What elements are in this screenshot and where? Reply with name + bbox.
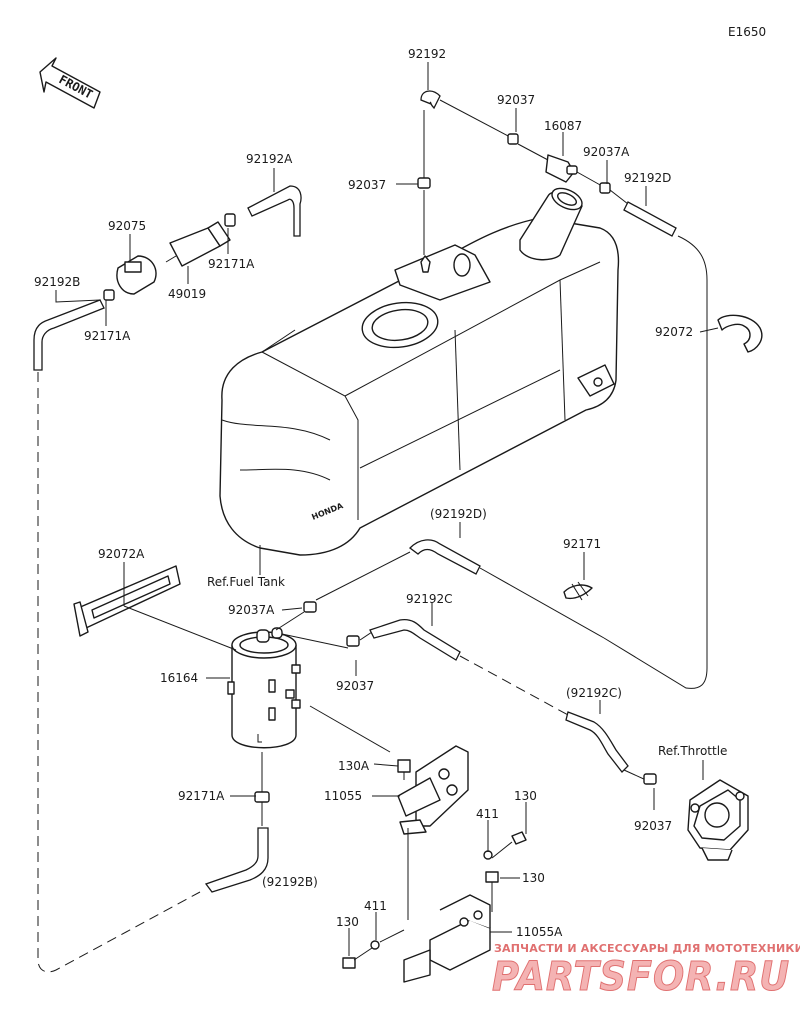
callout-92171A-canister: 92171A (178, 789, 225, 803)
hose-92192B (33, 299, 201, 973)
washer-411-lower (370, 940, 380, 950)
callout-92037-throttle: 92037 (634, 819, 672, 833)
washer-411-upper (483, 850, 493, 860)
callout-92037-left: 92037 (348, 178, 386, 192)
hose-92192A (247, 185, 302, 237)
clamp-92171A-upper (224, 213, 236, 227)
ref-throttle: Ref.Throttle (658, 744, 727, 758)
callout-92037-top: 92037 (497, 93, 535, 107)
hose-92192 (420, 90, 513, 255)
clamp-92037-throttle (643, 773, 657, 785)
callout-92192B-paren: (92192B) (262, 875, 318, 889)
callout-11055A: 11055A (516, 925, 563, 939)
bolt-130-lower (342, 957, 356, 969)
bracket-11055A (403, 894, 491, 983)
callout-92192B: 92192B (34, 275, 80, 289)
hose-92192D (479, 201, 708, 689)
ref-fuel-tank: Ref.Fuel Tank (207, 575, 285, 589)
holder-92075 (116, 255, 157, 295)
callout-92192D-top: 92192D (624, 171, 671, 185)
watermark-tagline: ЗАПЧАСТИ И АКСЕССУАРЫ ДЛЯ МОТОТЕХНИКИ (494, 942, 800, 955)
callout-130-upper: 130 (514, 789, 537, 803)
callout-92037A-top: 92037A (583, 145, 630, 159)
throttle-body (687, 779, 749, 861)
clamp-92037-mid (346, 635, 360, 647)
fuel-tank: HONDA (219, 187, 620, 556)
callout-92192A: 92192A (246, 152, 293, 166)
clamp-92037-left (417, 177, 431, 189)
clamp-92037A-mid (303, 601, 317, 613)
hose-92192D-mid (409, 539, 481, 575)
callout-92075: 92075 (108, 219, 146, 233)
callout-16164: 16164 (160, 671, 198, 685)
fitting-16087 (545, 154, 578, 183)
clip-92072 (717, 314, 763, 353)
callout-92037A-mid: 92037A (228, 603, 275, 617)
callout-92192C: 92192C (406, 592, 453, 606)
callout-92192D-paren: (92192D) (430, 507, 487, 521)
callout-16087: 16087 (544, 119, 582, 133)
band-92072A (73, 565, 181, 637)
clamp-92171A-canister (254, 791, 270, 803)
leader-lines (55, 62, 719, 956)
clamp-92037A-top (599, 182, 611, 194)
clamp-92171 (563, 581, 593, 601)
callout-92192C-paren: (92192C) (566, 686, 622, 700)
hose-92192B-lower (204, 827, 269, 893)
hose-92192C-lower (565, 711, 629, 773)
clamp-92037-top (507, 133, 519, 145)
front-arrow-icon: FRONT (39, 57, 101, 109)
diagram-code: E1650 (728, 25, 766, 39)
canister-16164 (227, 627, 301, 749)
bolt-130-right (485, 871, 499, 912)
hose-92192C (369, 618, 461, 661)
callout-11055: 11055 (324, 789, 362, 803)
callout-92037-mid: 92037 (336, 679, 374, 693)
callout-130-lower: 130 (336, 915, 359, 929)
callout-130A: 130A (338, 759, 370, 773)
callout-92072A: 92072A (98, 547, 145, 561)
callout-92171A-lower: 92171A (84, 329, 131, 343)
callout-411-lower: 411 (364, 899, 387, 913)
callout-92171: 92171 (563, 537, 601, 551)
callout-411-upper: 411 (476, 807, 499, 821)
bolt-130-upper (511, 831, 527, 845)
bracket-11055 (397, 745, 469, 835)
watermark-logo: PARTSFOR.RU (492, 954, 790, 1000)
callout-49019: 49019 (168, 287, 206, 301)
fuel-filter-49019 (165, 221, 231, 267)
callout-130-right: 130 (522, 871, 545, 885)
clamp-92171A-lower (103, 289, 115, 301)
callout-92192: 92192 (408, 47, 446, 61)
callout-92171A-upper: 92171A (208, 257, 255, 271)
bolt-130A (397, 759, 411, 780)
callout-92072: 92072 (655, 325, 693, 339)
